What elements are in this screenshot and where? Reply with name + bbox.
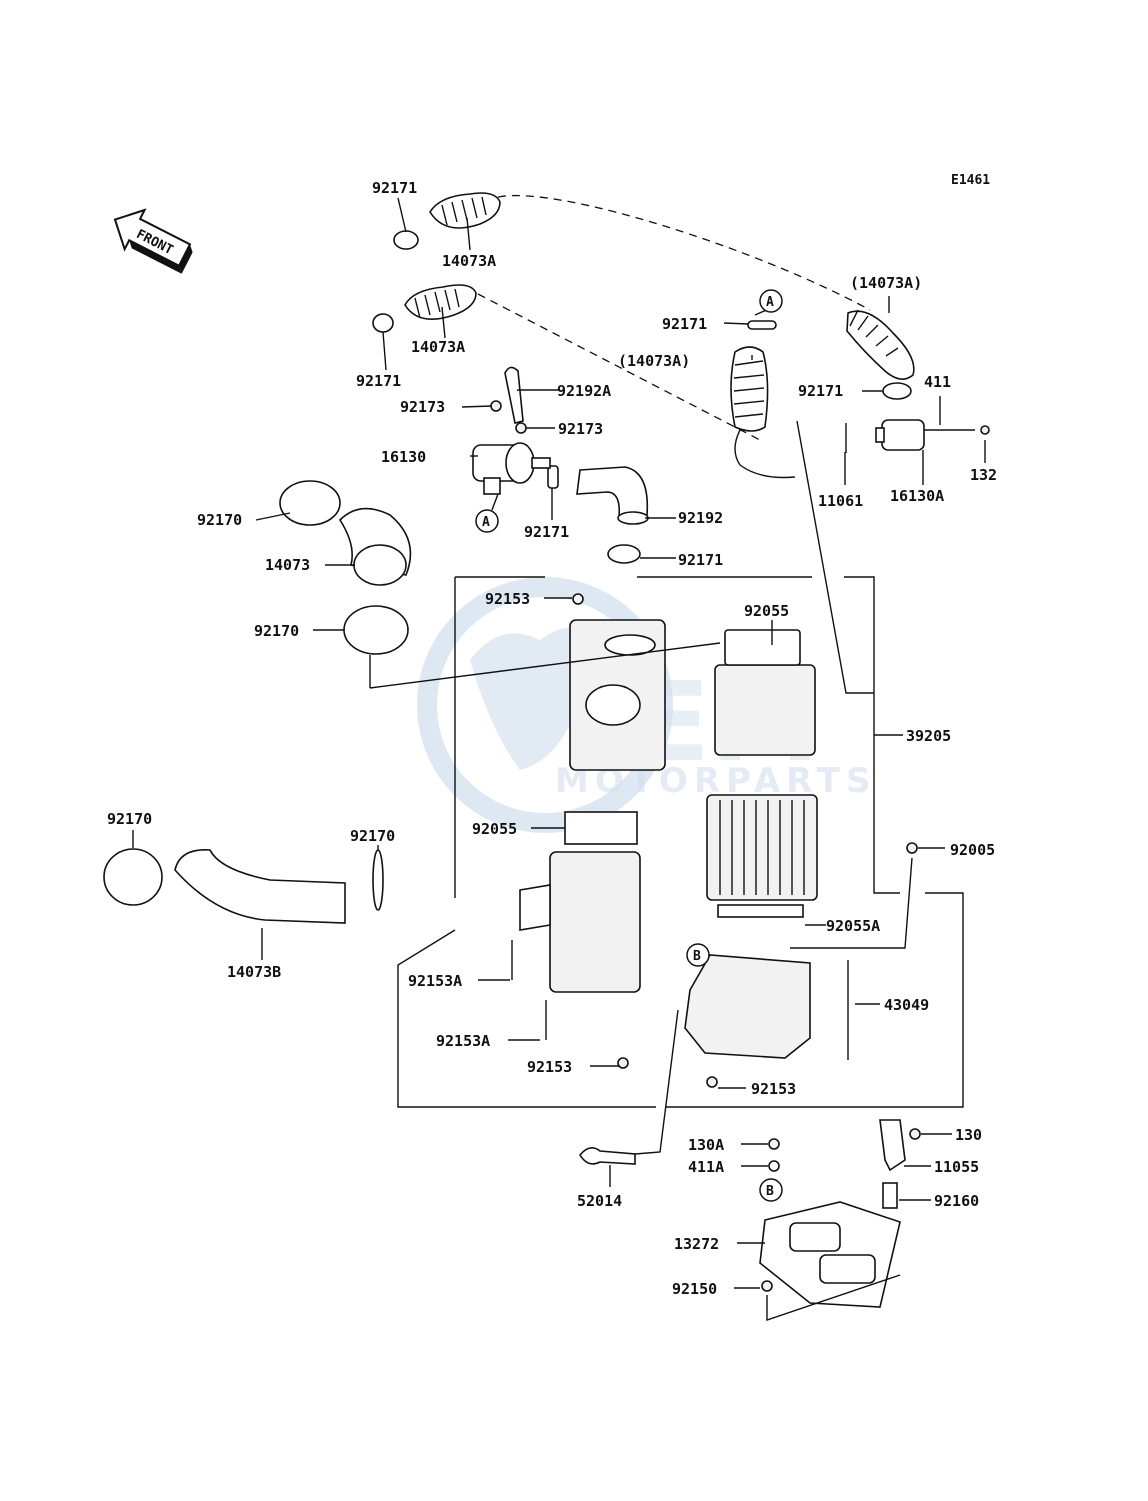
label-14073A: 14073A xyxy=(411,338,465,356)
svg-text:A: A xyxy=(482,515,490,530)
hose-14073A-center xyxy=(730,346,796,479)
label-92055: 92055 xyxy=(472,820,517,838)
damper-92160 xyxy=(882,1182,898,1209)
hose-14073A-mid xyxy=(404,284,477,321)
label-14073: 14073 xyxy=(265,556,310,574)
label-92055: 92055 xyxy=(744,602,789,620)
ref-marker-b-bottom: B xyxy=(759,1178,783,1202)
label-92005: 92005 xyxy=(950,841,995,859)
label-92171: 92171 xyxy=(372,179,417,197)
label-411A: 411A xyxy=(688,1158,724,1176)
ref-marker-a-bottom: A xyxy=(475,509,499,533)
clamp-92170-b xyxy=(343,605,409,655)
clamp-92171-e xyxy=(547,465,559,489)
hose-14073B xyxy=(103,848,384,924)
label-52014: 52014 xyxy=(577,1192,622,1210)
intercooler-39205 xyxy=(706,629,818,918)
front-arrow-icon: FRONT xyxy=(113,208,193,274)
label-92170: 92170 xyxy=(107,810,152,828)
hose-52014 xyxy=(579,1147,636,1165)
label-411: 411 xyxy=(924,373,951,391)
label-92160: 92160 xyxy=(934,1192,979,1210)
label-132: 132 xyxy=(970,466,997,484)
valve-16130 xyxy=(472,442,551,495)
label-14073A-paren: (14073A) xyxy=(850,274,922,292)
clamp-92171-b xyxy=(372,313,394,333)
label-11061: 11061 xyxy=(818,492,863,510)
fitting-92173-b xyxy=(515,422,527,434)
label-92170: 92170 xyxy=(254,622,299,640)
label-92153: 92153 xyxy=(751,1080,796,1098)
label-39205: 39205 xyxy=(906,727,951,745)
label-43049: 43049 xyxy=(884,996,929,1014)
hose-14073A-top xyxy=(429,192,501,229)
svg-text:A: A xyxy=(766,295,774,310)
label-11055: 11055 xyxy=(934,1158,979,1176)
label-92192: 92192 xyxy=(678,509,723,527)
label-92171: 92171 xyxy=(678,551,723,569)
label-14073B: 14073B xyxy=(227,963,281,981)
label-92171: 92171 xyxy=(662,315,707,333)
bolt-92153-c xyxy=(706,1076,718,1088)
label-92170: 92170 xyxy=(197,511,242,529)
clamp-92171-f xyxy=(607,544,641,564)
bracket-11055 xyxy=(879,1119,906,1172)
valve-16130A xyxy=(845,419,990,453)
diagram-code: E1461 xyxy=(951,173,990,188)
bracket-13272 xyxy=(759,1201,901,1308)
label-92173: 92173 xyxy=(558,420,603,438)
clamp-92171-c xyxy=(747,320,777,330)
label-92192A: 92192A xyxy=(557,382,611,400)
part-labels: 92171 14073A 14073A 92171 92192A 92173 9… xyxy=(107,179,997,1298)
bolt-92153-a xyxy=(572,593,584,605)
svg-text:B: B xyxy=(766,1184,774,1199)
label-92171: 92171 xyxy=(798,382,843,400)
label-92173: 92173 xyxy=(400,398,445,416)
hose-92192 xyxy=(576,466,649,518)
label-92150: 92150 xyxy=(672,1280,717,1298)
leader-lines xyxy=(132,197,986,1321)
label-92171: 92171 xyxy=(356,372,401,390)
fitting-92005 xyxy=(906,842,918,854)
elbow-14073 xyxy=(338,507,412,586)
intake-upper-cover xyxy=(569,619,666,771)
label-92153: 92153 xyxy=(485,590,530,608)
ref-marker-b-top: B xyxy=(686,943,710,967)
ref-marker-a-top: A xyxy=(759,289,783,313)
clamp-92170-a xyxy=(279,480,341,526)
label-130: 130 xyxy=(955,1126,982,1144)
fitting-92173-a xyxy=(490,400,502,412)
label-92153A: 92153A xyxy=(408,972,462,990)
bolt-130A xyxy=(768,1138,780,1150)
bolt-92150 xyxy=(761,1280,773,1292)
hose-14073A-right xyxy=(846,309,915,380)
intake-lower-case xyxy=(511,811,641,1040)
label-92171: 92171 xyxy=(524,523,569,541)
label-130A: 130A xyxy=(688,1136,724,1154)
bolt-130 xyxy=(909,1128,921,1140)
label-14073A-paren: (14073A) xyxy=(618,352,690,370)
label-92055A: 92055A xyxy=(826,917,880,935)
label-92153A: 92153A xyxy=(436,1032,490,1050)
label-92153: 92153 xyxy=(527,1058,572,1076)
label-16130A: 16130A xyxy=(890,487,944,505)
washer-411A xyxy=(768,1160,780,1172)
label-13272: 13272 xyxy=(674,1235,719,1253)
label-16130: 16130 xyxy=(381,448,426,466)
svg-text:B: B xyxy=(693,949,701,964)
assembly-frame xyxy=(369,420,964,1155)
label-92170: 92170 xyxy=(350,827,395,845)
bottom-case-43049 xyxy=(684,954,849,1060)
hose-92192A xyxy=(504,366,524,424)
clamp-92171-d xyxy=(882,382,912,400)
label-14073A: 14073A xyxy=(442,252,496,270)
clamp-92171-a xyxy=(393,230,419,250)
bolt-92153-b xyxy=(617,1057,629,1069)
